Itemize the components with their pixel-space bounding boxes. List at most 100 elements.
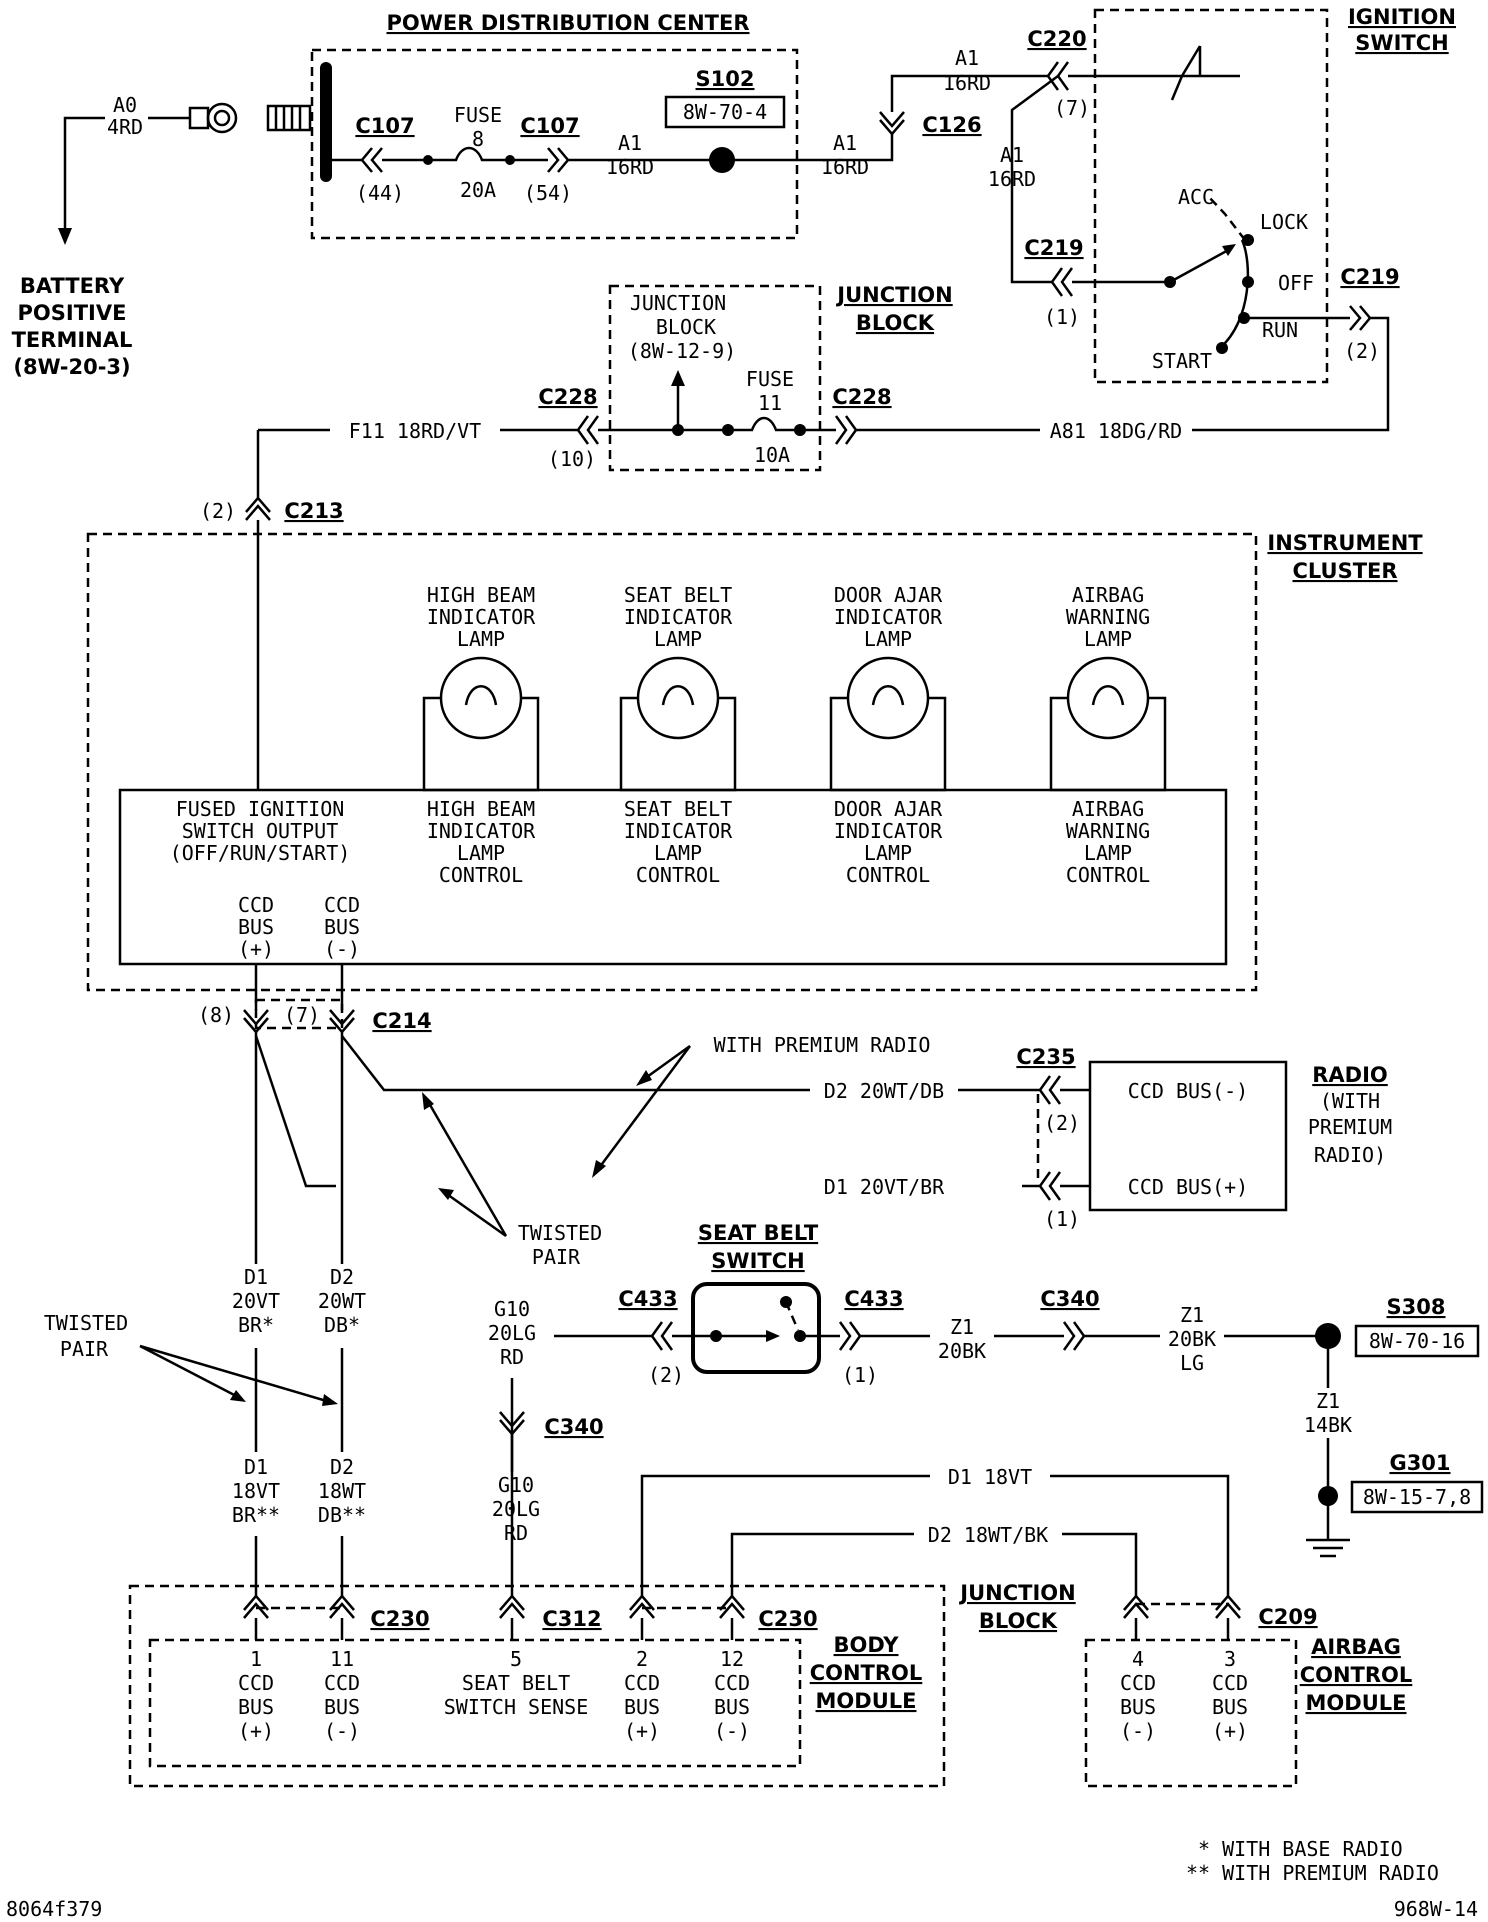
svg-text:BUS: BUS [624, 1695, 660, 1719]
g10-upper-1: G10 [494, 1297, 530, 1321]
d1-18vt-wire: D1 18VT [948, 1465, 1032, 1489]
svg-text:(8W-20-3): (8W-20-3) [13, 355, 130, 379]
a1-size-3: 16RD [943, 71, 991, 95]
z1-14bk-2: 14BK [1304, 1413, 1352, 1437]
junction-block-upper-title-2: BLOCK [856, 311, 935, 335]
footer-right: 968W-14 [1394, 1897, 1478, 1921]
high-beam-name-1: HIGH BEAM [427, 583, 535, 607]
svg-text:(-): (-) [1120, 1719, 1156, 1743]
junction-block-upper-box [608, 284, 822, 472]
svg-text:CCD: CCD [324, 1671, 360, 1695]
svg-text:CCD: CCD [624, 1671, 660, 1695]
note-base-radio: * WITH BASE RADIO [1198, 1837, 1403, 1861]
high-beam-control-4: CONTROL [439, 863, 523, 887]
twisted-pair-upper-1: TWISTED [518, 1221, 602, 1245]
a1-label-1: A1 [618, 131, 642, 155]
bcm-box [148, 1638, 802, 1768]
c235-label: C235 [1016, 1045, 1075, 1069]
radio-ccd-plus: CCD BUS(+) [1128, 1175, 1248, 1199]
g10-upper-2: 20LG [488, 1321, 536, 1345]
svg-text:BUS: BUS [1212, 1695, 1248, 1719]
svg-text:11: 11 [330, 1647, 354, 1671]
svg-text:CCD: CCD [714, 1671, 750, 1695]
svg-text:POSITIVE: POSITIVE [18, 301, 127, 325]
d2-20wt-1: D2 [330, 1265, 354, 1289]
svg-text:BUS: BUS [714, 1695, 750, 1719]
acm-pin-4: 4 CCD BUS (-) [1120, 1647, 1156, 1743]
c107-pin-44: (44) [356, 181, 404, 205]
d1-premium-wire: D1 20VT/BR [824, 1175, 945, 1199]
with-premium-radio-label: WITH PREMIUM RADIO [714, 1033, 931, 1057]
twisted-pair-lower-arrows [139, 1344, 338, 1406]
junction-block-inner-2: BLOCK [656, 315, 716, 339]
svg-text:4: 4 [1132, 1647, 1144, 1671]
ignition-off: OFF [1278, 271, 1314, 295]
svg-text:BATTERY: BATTERY [20, 274, 125, 298]
svg-text:(+): (+) [238, 1719, 274, 1743]
d2-20wt-2: 20WT [318, 1289, 366, 1313]
junction-block-lower-title-1: JUNCTION [958, 1581, 1075, 1605]
acm-box [1084, 1638, 1298, 1788]
s308-ref: 8W-70-16 [1369, 1329, 1465, 1353]
door-ajar-control-3: LAMP [864, 841, 912, 865]
airbag-control-4: CONTROL [1066, 863, 1150, 887]
c220-label: C220 [1027, 27, 1086, 51]
svg-text:(+): (+) [1212, 1719, 1248, 1743]
g301-ref-box [1350, 1480, 1484, 1514]
ignition-lock: LOCK [1260, 210, 1308, 234]
bcm-title-1: BODY [834, 1633, 900, 1657]
c107-right-label: C107 [520, 114, 579, 138]
svg-text:SEAT BELT: SEAT BELT [462, 1671, 570, 1695]
fuse-8-label: FUSE [454, 103, 502, 127]
svg-text:(-): (-) [714, 1719, 750, 1743]
c433-label-right: C433 [844, 1287, 903, 1311]
c220-pin: (7) [1054, 96, 1090, 120]
seat-belt-name-1: SEAT BELT [624, 583, 732, 607]
d1-18vt-3: BR** [232, 1503, 280, 1527]
door-ajar-control-2: INDICATOR [834, 819, 943, 843]
twisted-pair-upper-2: PAIR [532, 1245, 581, 1269]
instrument-cluster-title-1: INSTRUMENT [1267, 531, 1423, 555]
door-ajar-name-3: LAMP [864, 627, 912, 651]
note-premium-radio: ** WITH PREMIUM RADIO [1186, 1861, 1439, 1885]
bcm-title-2: CONTROL [810, 1661, 923, 1685]
radio-title-4: RADIO) [1314, 1143, 1386, 1167]
ignition-switch-title-2: SWITCH [1355, 31, 1448, 55]
bcm-pin-5: 5 SEAT BELT SWITCH SENSE [444, 1647, 589, 1719]
junction-block-lower-box [128, 1584, 946, 1788]
c219-pin-1: (1) [1044, 305, 1080, 329]
acm-title-3: MODULE [1306, 1691, 1407, 1715]
c219-label-1: C219 [1024, 236, 1083, 260]
c107-pin-54: (54) [524, 181, 572, 205]
d1-18vt-1: D1 [244, 1455, 268, 1479]
fuse-11-label: FUSE [746, 367, 794, 391]
c228-label-right: C228 [832, 385, 891, 409]
seat-belt-control-4: CONTROL [636, 863, 720, 887]
junction-block-inner-1: JUNCTION [630, 291, 726, 315]
seat-belt-name-2: INDICATOR [624, 605, 733, 629]
cluster-ccd-plus-2: BUS [238, 915, 274, 939]
a0-wire-label: A0 [113, 93, 137, 117]
c235-connector [1022, 1075, 1090, 1201]
c209-label: C209 [1258, 1605, 1317, 1629]
lamp-seat-belt [619, 656, 737, 792]
c214-pin-8: (8) [198, 1003, 234, 1027]
acm-title-1: AIRBAG [1311, 1635, 1401, 1659]
high-beam-control-1: HIGH BEAM [427, 797, 535, 821]
z1-14bk-1: Z1 [1316, 1389, 1340, 1413]
fuse-11-rating: 10A [754, 443, 790, 467]
seat-belt-control-1: SEAT BELT [624, 797, 732, 821]
c213-label: C213 [284, 499, 343, 523]
d2-18wt-3: DB** [318, 1503, 366, 1527]
twisted-pair-lower-1: TWISTED [44, 1311, 128, 1335]
z1-20bk-lg-3: LG [1180, 1351, 1204, 1375]
cluster-ccd-minus-2: BUS [324, 915, 360, 939]
svg-text:CCD: CCD [1120, 1671, 1156, 1695]
fuse-8-number: 8 [472, 127, 484, 151]
fused-ignition-2: SWITCH OUTPUT [182, 819, 339, 843]
bcm-pin-11: 11 CCD BUS (-) [324, 1647, 360, 1743]
door-ajar-name-2: INDICATOR [834, 605, 943, 629]
g301-ref: 8W-15-7,8 [1363, 1485, 1471, 1509]
c126-label: C126 [922, 113, 981, 137]
airbag-name-1: AIRBAG [1072, 583, 1144, 607]
